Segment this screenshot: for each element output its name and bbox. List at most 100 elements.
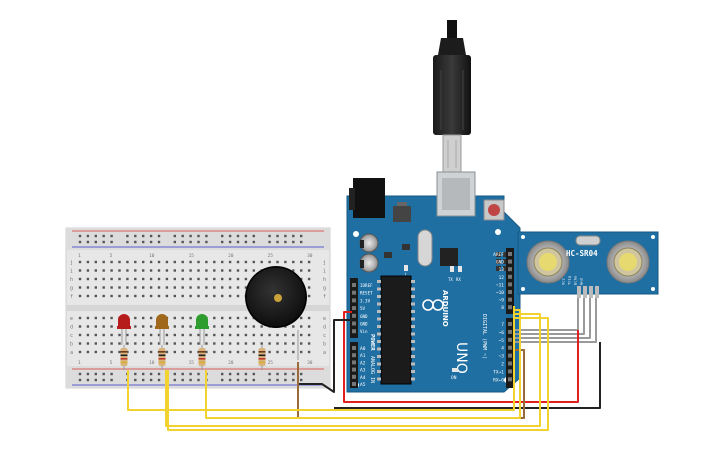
analog-pin-label: A1: [360, 353, 366, 359]
terminal-hole: [134, 316, 137, 320]
rail-hole: [268, 372, 271, 376]
terminal-hole: [126, 342, 129, 345]
rail-hole: [110, 240, 113, 244]
terminal-hole: [268, 260, 271, 264]
terminal-hole: [102, 286, 105, 289]
rail-hole: [205, 240, 208, 244]
on-label: ON: [451, 375, 457, 381]
terminal-hole: [228, 269, 232, 272]
terminal-hole: [110, 294, 113, 298]
analog-pin-label: A4: [360, 375, 366, 381]
terminal-hole: [221, 350, 224, 354]
terminal-hole: [173, 294, 176, 298]
header-hole: [508, 297, 512, 302]
rail-hole: [244, 372, 248, 376]
terminal-hole: [94, 294, 97, 298]
terminal-hole: [213, 277, 216, 281]
terminal-hole: [94, 325, 97, 328]
power-pin-label: RESET: [360, 291, 373, 296]
terminal-hole: [142, 316, 145, 320]
column-number: 1: [78, 253, 81, 259]
rail-hole: [252, 240, 255, 244]
resistor: [258, 345, 266, 370]
rail-hole: [86, 372, 90, 376]
column-number: 10: [149, 253, 155, 259]
rail-hole: [228, 378, 232, 382]
terminal-hole: [307, 286, 311, 289]
terminal-hole: [118, 294, 121, 298]
rail-hole: [181, 234, 184, 238]
terminal-hole: [157, 269, 161, 272]
terminal-hole: [213, 269, 216, 272]
rail-hole: [276, 234, 279, 238]
terminal-hole: [197, 260, 200, 264]
header-hole: [352, 290, 356, 295]
chip-pin: [411, 347, 415, 351]
terminal-hole: [165, 269, 169, 272]
column-number: 20: [228, 253, 234, 259]
terminal-hole: [244, 277, 248, 281]
rail-hole: [189, 378, 192, 382]
chip-pin: [377, 355, 381, 358]
terminal-hole: [213, 325, 216, 328]
terminal-hole: [118, 286, 121, 289]
wire-5v: [343, 311, 579, 403]
chip-pin: [377, 302, 381, 306]
terminal-hole: [244, 350, 248, 354]
chip-pin: [377, 377, 381, 381]
terminal-hole: [307, 294, 311, 298]
terminal-hole: [189, 294, 192, 298]
rail-hole: [268, 234, 271, 238]
terminal-hole: [94, 333, 97, 337]
rail-hole: [300, 234, 303, 238]
rail-hole: [181, 240, 184, 244]
terminal-hole: [126, 277, 129, 281]
terminal-hole: [284, 350, 287, 354]
terminal-hole: [78, 260, 82, 264]
terminal-hole: [149, 316, 153, 320]
rail-hole: [189, 240, 192, 244]
terminal-hole: [244, 316, 248, 320]
rail-hole: [86, 240, 90, 244]
chip-pin: [377, 332, 381, 336]
rail-hole: [197, 378, 200, 382]
terminal-hole: [118, 350, 121, 354]
digital-pin-label: GND: [496, 260, 504, 266]
terminal-hole: [102, 294, 105, 298]
terminal-hole: [165, 333, 169, 337]
terminal-hole: [149, 294, 153, 298]
header-hole: [508, 361, 512, 366]
terminal-hole: [292, 269, 295, 272]
terminal-hole: [236, 342, 240, 345]
rail-hole: [205, 234, 208, 238]
header-hole: [508, 252, 512, 256]
rail-hole: [236, 372, 240, 376]
rail-hole: [94, 378, 97, 382]
header-hole: [352, 367, 356, 372]
terminal-hole: [181, 325, 184, 328]
leds-group: [117, 314, 209, 345]
terminal-hole: [149, 269, 153, 272]
column-number: 10: [149, 360, 155, 366]
row-letter: i: [323, 269, 326, 275]
terminal-hole: [86, 269, 90, 272]
terminal-hole: [213, 342, 216, 345]
terminal-hole: [173, 260, 176, 264]
terminal-hole: [252, 333, 255, 337]
chip-pin: [377, 317, 381, 321]
terminal-hole: [244, 269, 248, 272]
terminal-hole: [78, 325, 82, 328]
column-number: 1: [78, 360, 81, 366]
wire-trig: [514, 298, 585, 335]
analog-header-label: ANALOG IN: [369, 356, 375, 383]
terminal-hole: [260, 325, 263, 328]
header-hole: [508, 259, 512, 264]
row-letter: d: [70, 325, 73, 331]
terminal-hole: [110, 269, 113, 272]
terminal-hole: [307, 325, 311, 328]
terminal-hole: [134, 350, 137, 354]
terminal-hole: [276, 260, 279, 264]
terminal-hole: [197, 277, 200, 281]
